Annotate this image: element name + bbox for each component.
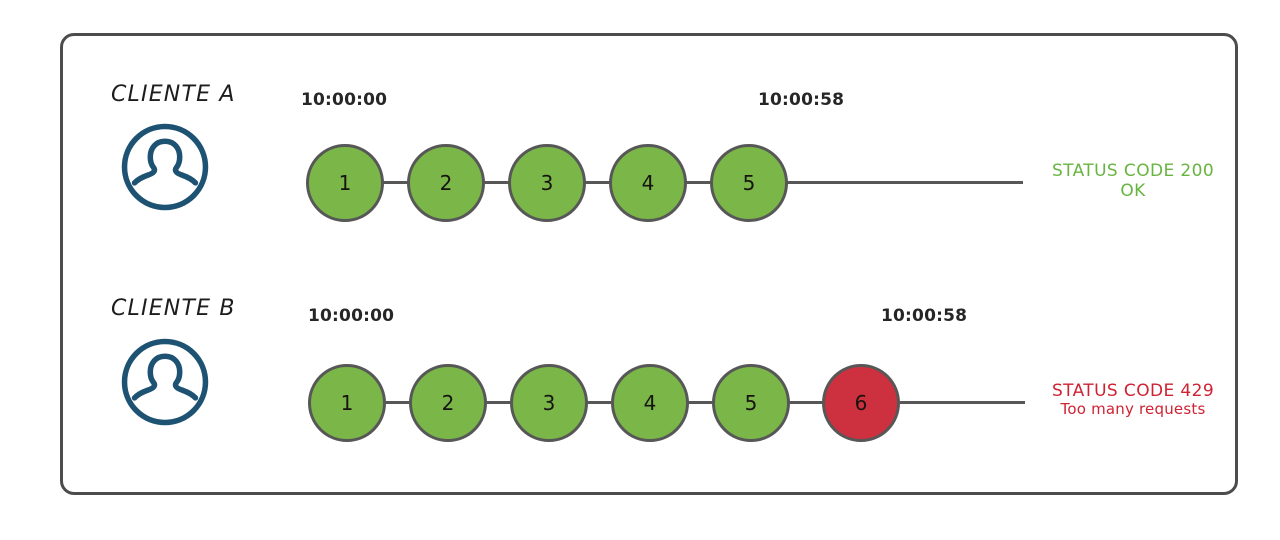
request-node-label: 4 <box>643 391 657 415</box>
user-avatar-icon-b <box>119 336 211 428</box>
request-node-a-5[interactable]: 5 <box>710 144 788 222</box>
client-label-a: CLIENTE A <box>111 82 236 107</box>
connector-b-4 <box>688 401 713 404</box>
row-cliente-b: CLIENTE B 10:00:00 10:00:58 1 <box>63 36 1235 492</box>
request-node-a-2[interactable]: 2 <box>407 144 485 222</box>
request-node-b-4[interactable]: 4 <box>611 364 689 442</box>
request-node-label: 5 <box>742 171 756 195</box>
timestamp-start-b: 10:00:00 <box>308 306 395 326</box>
connector-a-tail <box>787 181 1023 184</box>
request-node-label: 1 <box>338 171 352 195</box>
request-node-label: 6 <box>854 391 868 415</box>
request-node-label: 2 <box>441 391 455 415</box>
connector-a-3 <box>585 181 610 184</box>
connector-a-1 <box>383 181 408 184</box>
request-node-a-4[interactable]: 4 <box>609 144 687 222</box>
diagram-panel: CLIENTE A 10:00:00 10:00:58 1 <box>60 33 1238 495</box>
connector-b-5 <box>789 401 824 404</box>
request-node-a-3[interactable]: 3 <box>508 144 586 222</box>
status-message-a: OK <box>1120 181 1146 202</box>
status-badge-a: STATUS CODE 200 OK <box>1018 161 1248 201</box>
row-cliente-a: CLIENTE A 10:00:00 10:00:58 1 <box>63 36 1235 492</box>
request-node-b-1[interactable]: 1 <box>308 364 386 442</box>
request-node-b-6[interactable]: 6 <box>822 364 900 442</box>
status-code-b: STATUS CODE 429 <box>1051 381 1215 401</box>
status-message-b: Too many requests <box>1060 400 1206 419</box>
connector-a-4 <box>686 181 711 184</box>
timestamp-end-a: 10:00:58 <box>758 90 845 110</box>
request-node-b-2[interactable]: 2 <box>409 364 487 442</box>
request-node-b-5[interactable]: 5 <box>712 364 790 442</box>
connector-b-3 <box>587 401 612 404</box>
client-label-b: CLIENTE B <box>111 296 236 321</box>
request-node-a-1[interactable]: 1 <box>306 144 384 222</box>
connector-a-2 <box>484 181 509 184</box>
request-node-label: 3 <box>540 171 554 195</box>
connector-b-tail <box>900 401 1025 404</box>
request-node-label: 3 <box>542 391 556 415</box>
connector-b-2 <box>486 401 511 404</box>
timestamp-end-b: 10:00:58 <box>881 306 968 326</box>
connector-b-1 <box>385 401 410 404</box>
request-node-label: 2 <box>439 171 453 195</box>
request-node-b-3[interactable]: 3 <box>510 364 588 442</box>
user-avatar-icon-a <box>119 121 211 213</box>
request-node-label: 5 <box>744 391 758 415</box>
status-badge-b: STATUS CODE 429 Too many requests <box>1018 381 1248 419</box>
timestamp-start-a: 10:00:00 <box>301 90 388 110</box>
status-code-a: STATUS CODE 200 <box>1051 161 1215 181</box>
request-node-label: 4 <box>641 171 655 195</box>
request-node-label: 1 <box>340 391 354 415</box>
